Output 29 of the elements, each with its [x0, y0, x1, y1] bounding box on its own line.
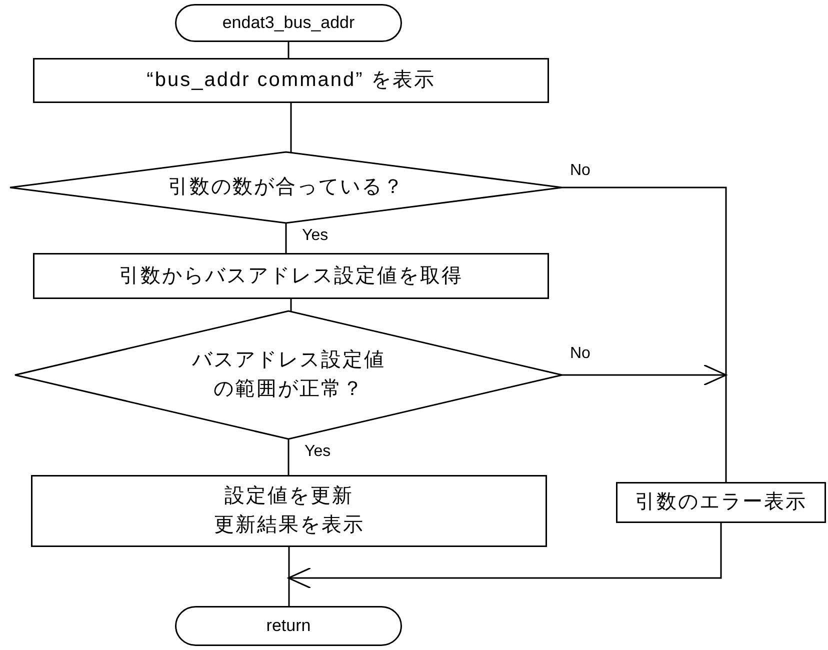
connector-line: [288, 547, 290, 606]
edge-label: Yes: [304, 443, 331, 461]
edge-label: No: [570, 162, 590, 180]
edge-label: No: [570, 345, 590, 363]
process-box: [33, 253, 549, 299]
connector-line: [288, 439, 290, 475]
terminal-shape: [175, 4, 402, 42]
node-label: 引数のエラー表示: [635, 490, 807, 515]
connector-line: [285, 223, 287, 253]
node-label: 引数の数が合っている？: [168, 175, 404, 200]
node-label: return: [266, 614, 311, 637]
node-label: “bus_addr command” を表示: [146, 68, 436, 93]
process-box: [31, 475, 547, 547]
decision-diamond: [15, 311, 562, 439]
edge-label: Yes: [302, 227, 328, 245]
connector-line: [562, 186, 727, 482]
terminal-shape: [175, 606, 402, 646]
decision-diamond: [10, 152, 562, 223]
node-label: バスアドレス設定値の範囲が正常？: [192, 348, 386, 402]
connector-line: [290, 103, 292, 152]
node-label: 設定値を更新更新結果を表示: [214, 484, 364, 538]
arrow: [562, 364, 727, 386]
node-label: endat3_bus_addr: [222, 12, 355, 34]
arrow: [288, 523, 722, 589]
node-label: 引数からバスアドレス設定値を取得: [119, 264, 463, 288]
process-box: [616, 482, 826, 523]
process-box: [33, 58, 549, 103]
connector-line: [290, 299, 292, 311]
connector-line: [288, 42, 290, 58]
